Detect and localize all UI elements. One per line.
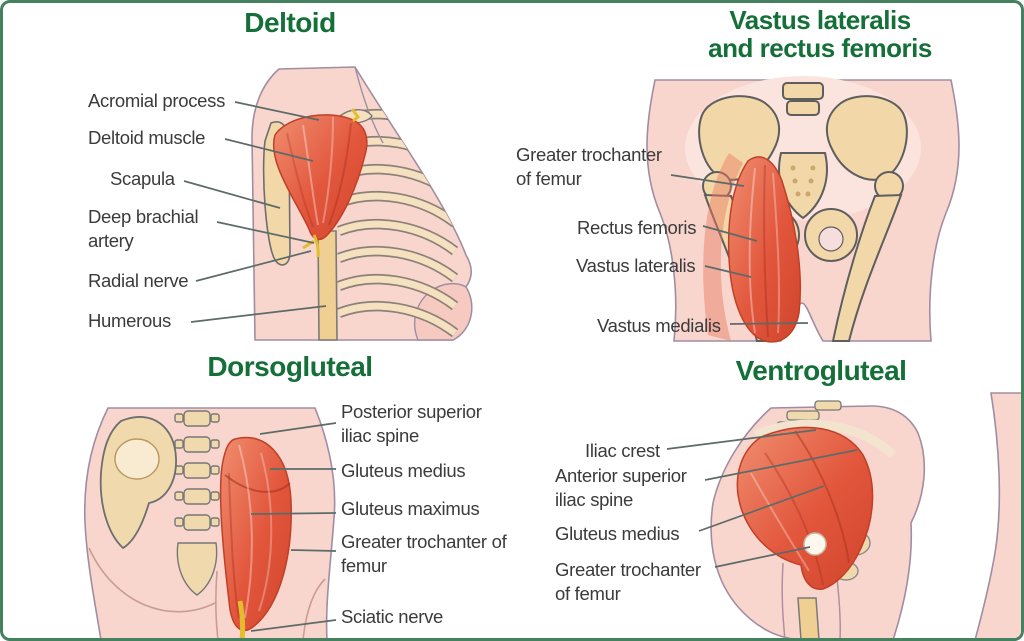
anatomy-label-humerous: Humerous: [88, 310, 171, 331]
sciatic-nerve-yellow: [237, 600, 246, 638]
anatomy-label-scapula: Scapula: [110, 168, 175, 189]
anatomy-label-anterior-superior-iliac-spine: Anterior superior iliac spine: [555, 465, 687, 510]
rib-bone: [337, 192, 458, 226]
thigh-muscle-group: [727, 156, 802, 343]
anatomy-label-iliac-crest: Iliac crest: [585, 440, 660, 461]
vertebra-bone: [814, 400, 842, 411]
quadrant-title-vastus-line2: and rectus femoris: [708, 33, 932, 63]
vertebra-bone: [782, 82, 824, 100]
nerve-yellow: [350, 108, 361, 123]
ventrogluteal-illustration: [666, 392, 1021, 638]
anatomy-label-rectus-femoris: Rectus femoris: [577, 217, 697, 238]
leader-line: [195, 250, 312, 282]
deltoid-muscle: [272, 114, 368, 241]
gluteus-medius-boundary: [224, 474, 291, 493]
anatomy-label-sciatic-nerve: Sciatic nerve: [341, 606, 444, 627]
anatomy-label-deltoid-muscle: Deltoid muscle: [88, 127, 206, 148]
vertebra-bone: [174, 462, 220, 479]
muscle-fibers: [286, 116, 352, 228]
anatomy-label-deep-brachial-artery: Deep brachial artery: [88, 206, 199, 251]
rib-bone: [337, 220, 458, 254]
anatomy-label-gluteus-maximus: Gluteus maximus: [341, 498, 480, 519]
muscle-fibers: [228, 444, 273, 619]
dorsogluteal-illustration: [83, 407, 337, 638]
ventrogluteal-leader-lines: [666, 429, 858, 568]
gluteal-cleft-line: [215, 570, 219, 638]
greater-trochanter-bone: [803, 532, 827, 556]
quadrant-title-ventrogluteal: Ventrogluteal: [735, 355, 907, 386]
leader-line: [704, 265, 752, 278]
femur-bone: [797, 597, 820, 638]
vastus-illustration: [646, 76, 960, 343]
vastus-lateralis-sheet: [703, 153, 743, 341]
anatomy-label-posterior-superior-iliac-spine: Posterior superior iliac spine: [341, 401, 482, 446]
muscle-fibers: [748, 164, 781, 338]
anatomy-label-acromial-process: Acromial process: [88, 90, 226, 111]
deltoid-illustration: [183, 66, 473, 341]
thigh-line: [302, 578, 326, 638]
iliac-bone-inner: [114, 438, 160, 480]
anatomy-label-greater-trochanter-vastus: Greater trochanter of femur: [516, 144, 662, 189]
leader-line: [234, 101, 320, 121]
quadrant-title-vastus-line1: Vastus lateralis: [729, 5, 911, 35]
leader-line: [729, 322, 809, 325]
leader-line: [250, 619, 337, 632]
anatomy-figure: [83, 66, 1021, 638]
leader-line: [704, 449, 858, 481]
anatomy-label-gluteus-medius-dorso: Gluteus medius: [341, 460, 466, 481]
vastus-leader-lines: [670, 174, 809, 325]
quadrant-title-dorsogluteal: Dorsogluteal: [207, 351, 373, 382]
iliac-crest-halo: [753, 419, 897, 459]
leader-line: [216, 221, 315, 244]
leader-line: [250, 512, 337, 515]
vertebra-bone: [174, 488, 220, 505]
anatomy-label-vastus-lateralis: Vastus lateralis: [576, 255, 696, 276]
humerus-bone: [317, 230, 338, 341]
dorsogluteal-leader-lines: [250, 422, 337, 632]
leader-line: [259, 422, 337, 435]
vertebra-bone: [786, 410, 820, 421]
sacrum-bone: [176, 542, 218, 596]
gluteus-medius-muscle: [736, 426, 874, 590]
leader-line: [290, 549, 337, 552]
anatomy-label-gluteus-medius-ventro: Gluteus medius: [555, 523, 680, 544]
sacral-foramina: [790, 165, 816, 197]
rib-bone: [337, 247, 458, 281]
anatomy-label-greater-trochanter-ventro: Greater trochanter of femur: [555, 559, 701, 604]
leader-line: [698, 485, 825, 532]
deltoid-leader-lines: [183, 101, 327, 323]
vertebra-bone: [174, 410, 220, 427]
spine-bones: [174, 410, 220, 596]
arm-contour-line: [354, 66, 384, 144]
leader-line: [702, 225, 758, 242]
vertebra-bone: [786, 100, 820, 116]
leg-line: [781, 562, 786, 638]
leader-line: [666, 429, 817, 450]
leader-line: [190, 305, 327, 323]
anatomy-label-radial-nerve: Radial nerve: [88, 270, 189, 291]
buttock-crease-line: [88, 547, 216, 613]
leader-line: [670, 174, 745, 187]
rib-bone: [337, 302, 458, 336]
leader-line: [224, 138, 314, 162]
leader-line: [714, 546, 811, 568]
vertebra-bone: [174, 514, 220, 531]
vertebra-bone: [174, 436, 220, 453]
femur-bone: [831, 193, 903, 342]
leader-line: [183, 180, 281, 209]
quadrant-title-deltoid: Deltoid: [244, 7, 336, 38]
anatomy-label-vastus-medialis: Vastus medialis: [597, 315, 721, 336]
obturator-foramen: [818, 226, 844, 252]
muscle-divisions: [750, 430, 850, 586]
rib-bone: [337, 275, 458, 309]
iliac-wing-bone: [825, 95, 908, 181]
skin-abdomen-strip: [974, 392, 1021, 638]
anatomy-label-greater-trochanter-dorso: Greater trochanter of femur: [341, 531, 507, 576]
breast-shade: [414, 282, 473, 341]
